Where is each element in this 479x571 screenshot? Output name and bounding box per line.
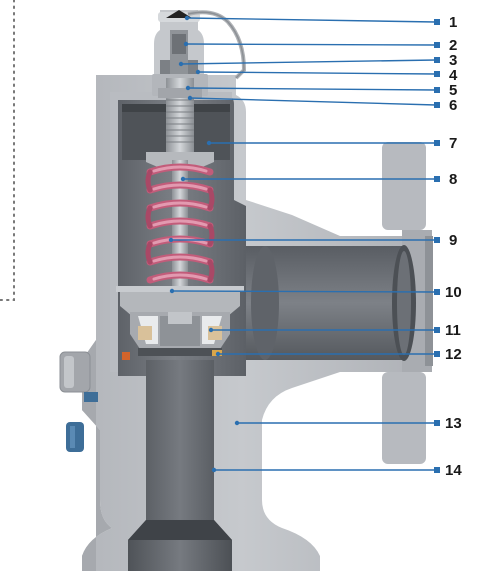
nozzle-flare — [128, 520, 232, 540]
callout-3: 3 — [449, 52, 458, 69]
outlet-passage — [246, 246, 402, 360]
body-left-shade — [82, 75, 112, 571]
dotted-frame — [0, 0, 15, 301]
leader-dots — [168, 15, 440, 473]
callout-2: 2 — [449, 37, 458, 54]
callout-5: 5 — [449, 82, 458, 99]
callout-9: 9 — [449, 232, 458, 249]
spring — [145, 163, 215, 284]
callout-10: 10 — [445, 284, 462, 301]
thread-lines — [166, 99, 194, 143]
lock-nut — [158, 88, 202, 98]
outlet-passage-edge — [251, 246, 279, 360]
callout-7: 7 — [449, 135, 458, 152]
gasket-left — [122, 352, 130, 360]
outlet-flange — [382, 142, 433, 464]
side-bolt — [66, 392, 98, 452]
callout-14: 14 — [445, 462, 462, 479]
lower-spring-plate — [120, 290, 240, 316]
callout-8: 8 — [449, 171, 458, 188]
callout-6: 6 — [449, 97, 458, 114]
callout-4: 4 — [449, 67, 458, 84]
callout-13: 13 — [445, 415, 462, 432]
disc-assembly — [130, 312, 230, 356]
callout-12: 12 — [445, 346, 462, 363]
inlet-nozzle — [128, 360, 232, 571]
drain-plug — [59, 351, 91, 393]
leader-lines — [171, 17, 437, 471]
callout-1: 1 — [449, 14, 458, 31]
callout-11: 11 — [445, 322, 461, 339]
